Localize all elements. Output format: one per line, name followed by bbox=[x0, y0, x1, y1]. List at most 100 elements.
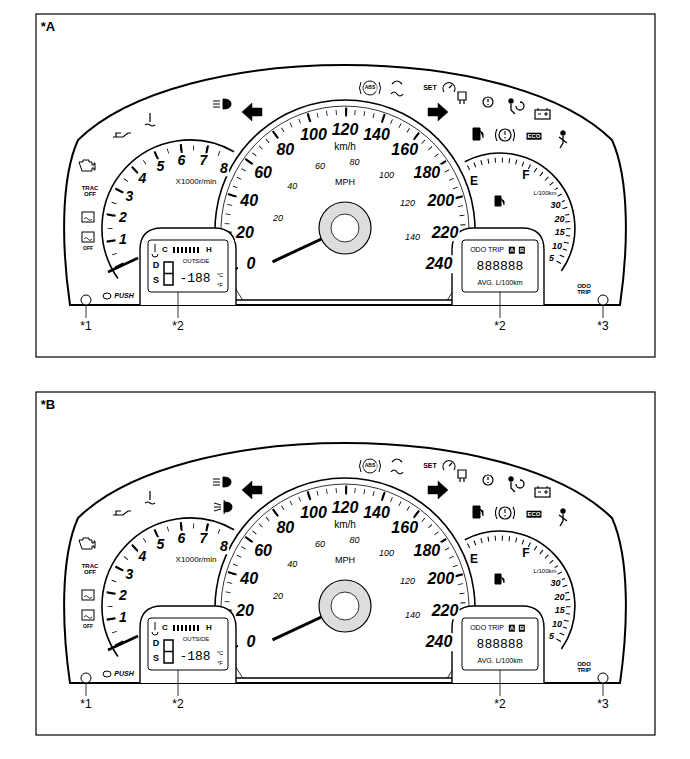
display-text: °F bbox=[216, 660, 224, 667]
turn-signal-arrow bbox=[428, 103, 448, 121]
mph-scale-number: 40 bbox=[286, 182, 298, 192]
display-text: 888888 bbox=[476, 638, 525, 652]
callout-number: *2 bbox=[171, 698, 184, 711]
airbag-icon bbox=[509, 477, 514, 482]
slip-indicator-icon bbox=[82, 212, 94, 222]
speed-scale-number: 240 bbox=[425, 255, 454, 273]
panel-frame bbox=[36, 392, 655, 735]
callout-number: *2 bbox=[171, 320, 184, 333]
callout-number: *3 bbox=[596, 698, 609, 711]
gear-segment-display bbox=[164, 262, 173, 285]
display-text: °C bbox=[216, 272, 225, 279]
gear-segment-display bbox=[164, 640, 173, 663]
coolant-temp-icon bbox=[145, 113, 155, 126]
slip-off-icon bbox=[82, 610, 94, 620]
slip-icon bbox=[391, 459, 403, 474]
speed-scale-number: 240 bbox=[425, 633, 454, 651]
slip-off-icon bbox=[84, 238, 92, 241]
engine-warning-icon bbox=[79, 538, 95, 549]
mph-scale-number: 20 bbox=[272, 592, 284, 602]
speed-scale-number: 180 bbox=[413, 164, 442, 182]
warning-icon bbox=[483, 475, 493, 485]
speed-scale-number: 60 bbox=[253, 542, 273, 560]
fuel-gauge-ticks bbox=[468, 538, 568, 645]
gear-segment-display bbox=[164, 651, 173, 653]
indicator-text: ECO bbox=[526, 133, 541, 140]
cruise-icon bbox=[443, 461, 455, 470]
slip-off-icon bbox=[84, 616, 92, 619]
economy-scale-number: 20 bbox=[553, 215, 565, 225]
seat-icon bbox=[458, 470, 466, 482]
rpm-scale-number: 3 bbox=[125, 189, 135, 204]
fuel-mark: E bbox=[469, 175, 479, 188]
fog-light-icon bbox=[214, 500, 232, 514]
airbag-icon bbox=[509, 99, 514, 104]
speed-scale-number: 80 bbox=[275, 141, 295, 159]
display-text: -188 bbox=[178, 272, 211, 286]
indicator-text: OFF bbox=[82, 624, 94, 630]
seatbelt-icon bbox=[561, 131, 566, 136]
speedometer-ring bbox=[221, 484, 469, 678]
indicator-text: ECO bbox=[526, 511, 541, 518]
speed-scale-number: 200 bbox=[426, 571, 455, 589]
indicator-text: TRAC OFF bbox=[79, 185, 101, 198]
indicator-text: OFF bbox=[82, 246, 94, 252]
rpm-scale-number: 8 bbox=[219, 161, 229, 176]
speed-scale-number: 100 bbox=[299, 126, 328, 144]
indicator-text: SET bbox=[422, 84, 438, 92]
seat-icon bbox=[458, 92, 466, 104]
slip-off-icon bbox=[82, 232, 94, 242]
abs-icon bbox=[360, 82, 381, 94]
speed-scale-number: 220 bbox=[431, 602, 460, 620]
multi-display bbox=[148, 618, 228, 670]
display-recess bbox=[140, 606, 236, 683]
speed-scale-number: 120 bbox=[331, 121, 360, 139]
display-text: H bbox=[205, 246, 213, 255]
panel-letter: *B bbox=[40, 398, 56, 412]
speed-scale-number: 160 bbox=[390, 519, 419, 537]
mph-scale-number: 140 bbox=[404, 611, 421, 621]
battery-icon bbox=[538, 108, 548, 116]
rpm-scale-number: 1 bbox=[118, 232, 128, 247]
leader-line bbox=[500, 292, 501, 318]
speed-scale-number: 40 bbox=[239, 193, 259, 211]
headlight-icon bbox=[213, 99, 231, 109]
rpm-scale-number: 4 bbox=[138, 172, 148, 187]
push-switch-icon bbox=[103, 293, 111, 299]
display-text: A bbox=[509, 247, 515, 254]
needle-hub bbox=[319, 580, 371, 632]
leader-line bbox=[603, 305, 604, 318]
multi-display bbox=[148, 240, 228, 292]
rpm-scale-number: 4 bbox=[138, 550, 148, 565]
display-text: °C bbox=[216, 650, 225, 657]
seatbelt-icon bbox=[559, 514, 567, 526]
unit-label: L/100km bbox=[532, 190, 557, 197]
speedometer-major-ticks bbox=[227, 112, 463, 270]
callout-number: *2 bbox=[493, 320, 506, 333]
slip-indicator-icon bbox=[84, 596, 92, 599]
indicator-text: SET bbox=[422, 462, 438, 470]
economy-scale-number: 10 bbox=[551, 620, 563, 630]
fuel-mark: F bbox=[521, 169, 530, 182]
headlight-icon bbox=[213, 477, 231, 487]
indicator-text: PUSH bbox=[113, 670, 134, 678]
tachometer-needle bbox=[108, 258, 138, 272]
speedometer-bezel bbox=[215, 478, 475, 678]
push-switch-icon bbox=[103, 671, 111, 677]
mph-scale-number: 140 bbox=[404, 233, 421, 243]
display-text: OUTSIDE bbox=[182, 636, 211, 643]
speed-scale-number: 40 bbox=[239, 571, 259, 589]
leader-line bbox=[178, 670, 179, 696]
speed-scale-number: 180 bbox=[413, 542, 442, 560]
leader-line bbox=[86, 305, 87, 318]
speed-scale-number: 140 bbox=[362, 504, 391, 522]
mph-scale-number: 80 bbox=[348, 158, 360, 168]
unit-label: X1000r/min bbox=[175, 556, 218, 565]
brake-warning-icon bbox=[496, 129, 515, 141]
economy-scale-number: 30 bbox=[550, 201, 562, 211]
engine-warning-icon bbox=[79, 160, 95, 171]
warning-icon bbox=[483, 97, 493, 107]
speed-scale-number: 80 bbox=[275, 519, 295, 537]
mounting-screw bbox=[81, 295, 91, 305]
economy-scale-number: 10 bbox=[551, 242, 563, 252]
